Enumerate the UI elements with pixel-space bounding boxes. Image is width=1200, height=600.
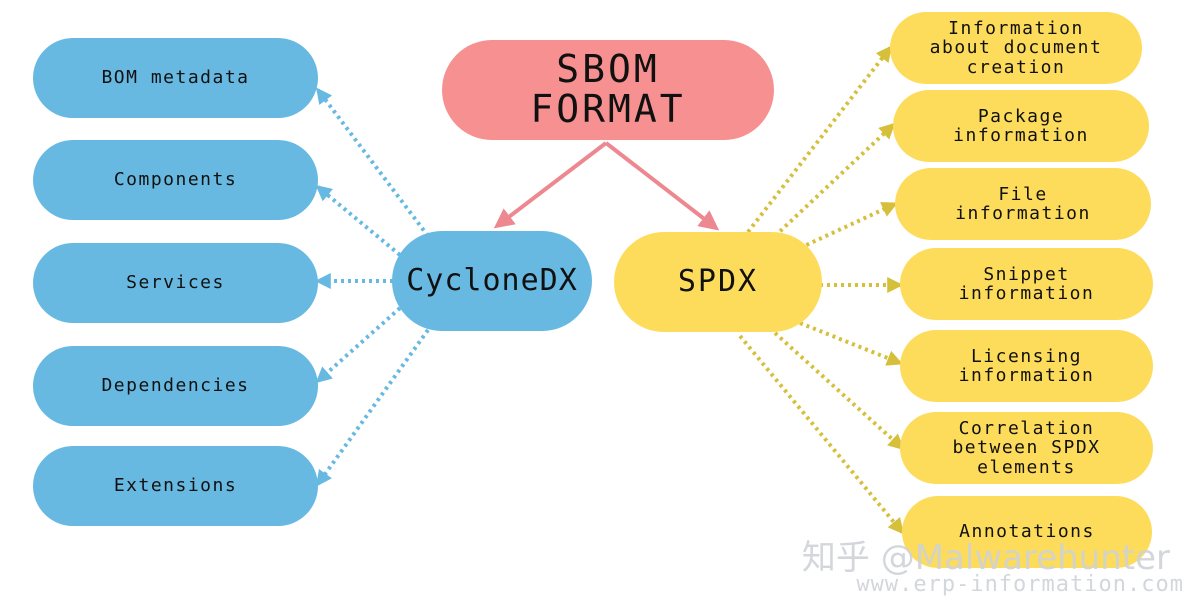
watermark-handle: 知乎 @Malwarehunter [801,538,1170,578]
cyclonedx-link-components [315,184,402,257]
spdx-element-annotations: Annotations [902,496,1152,568]
spdx-element-correlation: Correlation between SPDX elements [900,412,1153,484]
cyclonedx-element-components: Components [33,140,318,220]
spdx-element-file: File information [895,168,1151,240]
cyclonedx-link-bom-metadata [316,87,430,238]
cyclonedx-link-dependencies [315,306,402,384]
title-to-cyclonedx-arrow [493,141,608,229]
spdx-element-licensing: Licensing information [900,330,1153,402]
spdx-element-package: Package information [893,90,1149,162]
cyclonedx-link-extensions [316,328,430,487]
cyclonedx-element-bom-metadata: BOM metadata [33,38,318,118]
spdx-link-annotations [738,334,905,535]
watermark-url: www.erp-information.com [856,572,1184,597]
spdx-link-correlation [773,331,905,451]
spdx-element-snippet: Snippet information [900,248,1153,320]
spdx-link-file [799,202,898,250]
sbom-format-title: SBOM FORMAT [442,40,774,140]
cyclonedx-element-dependencies: Dependencies [33,346,318,426]
spdx-link-licensing [799,321,903,366]
title-to-spdx-arrow [604,141,720,231]
cyclonedx-element-services: Services [33,243,318,323]
cyclonedx-element-extensions: Extensions [33,446,318,526]
spdx-link-package [773,122,896,238]
cyclonedx-node: CycloneDX [392,231,592,331]
spdx-element-document-creation: Information about document creation [890,12,1142,84]
spdx-node: SPDX [614,232,822,332]
